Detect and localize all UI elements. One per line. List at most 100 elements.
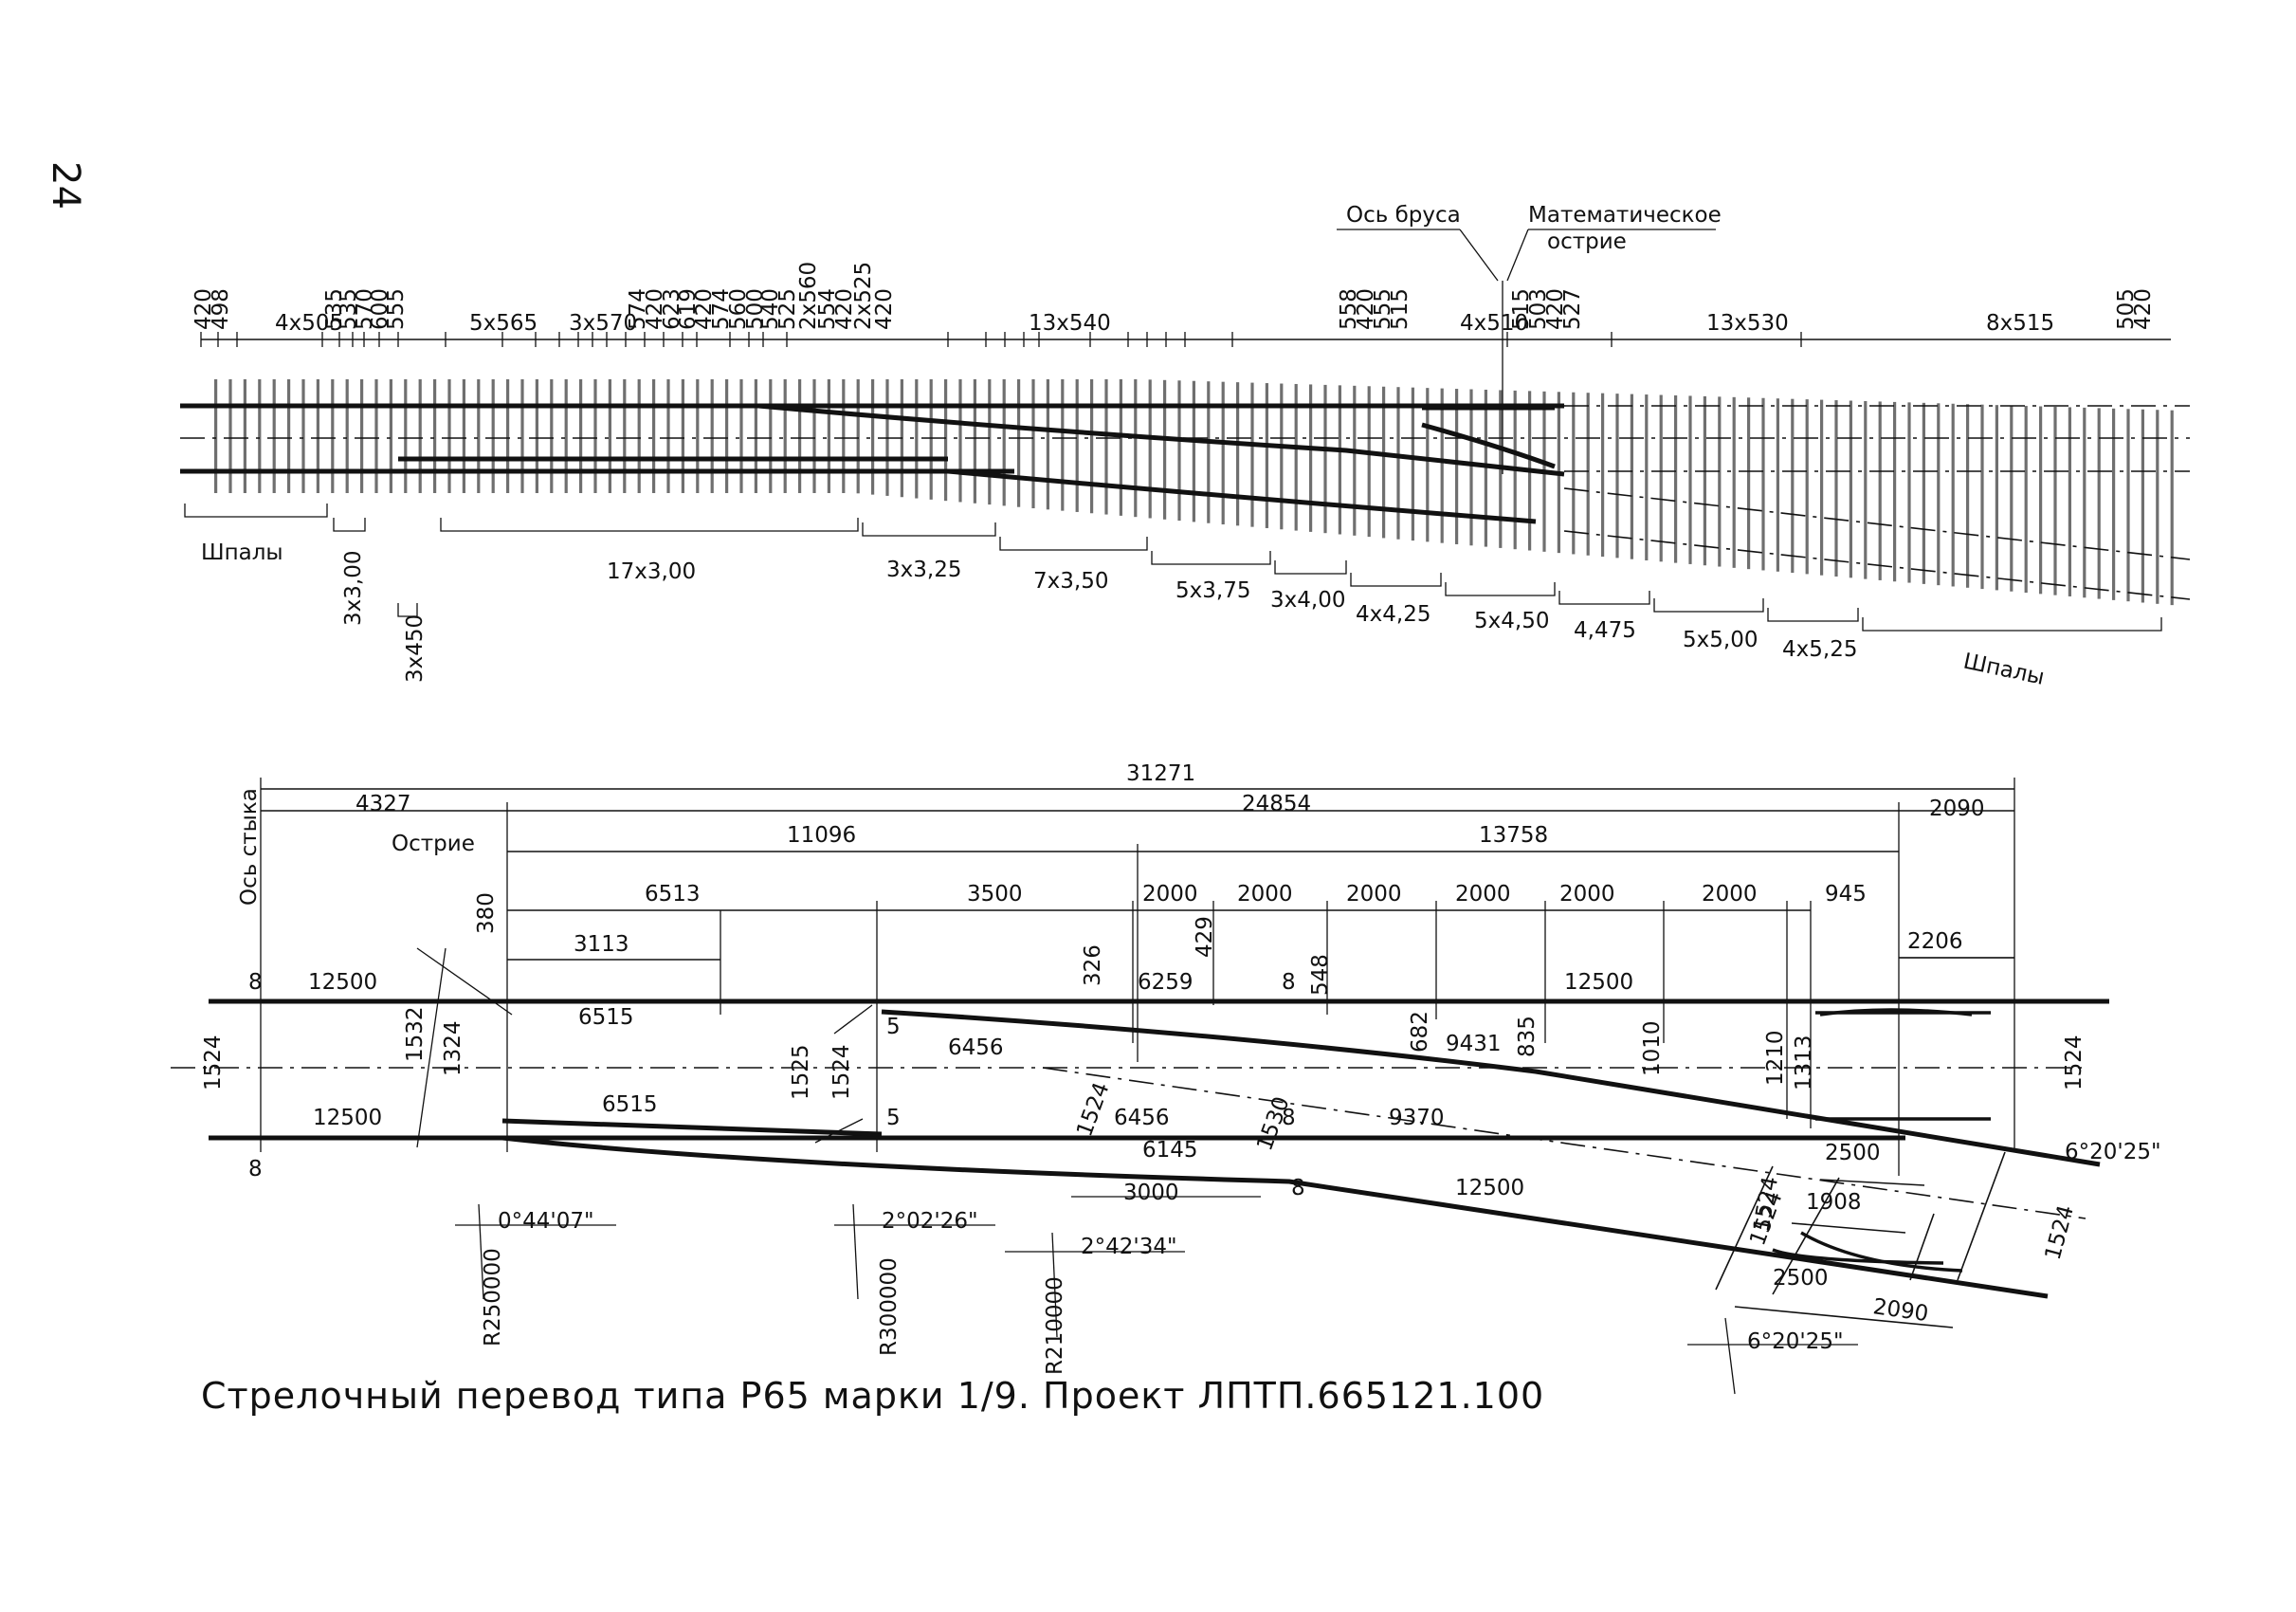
angle-label: 0°44'07" xyxy=(498,1209,594,1234)
sleeper xyxy=(1455,389,1459,544)
spacing-label: 535 xyxy=(337,288,361,330)
sleeper-group-label: Шпалы xyxy=(1961,649,2047,689)
sleeper xyxy=(1907,402,1911,583)
offset-dimension-label: 682 xyxy=(1408,1011,1432,1053)
gap-label: 8 xyxy=(1291,1176,1305,1200)
sleeper xyxy=(739,379,743,493)
sleeper xyxy=(1761,397,1765,571)
sleeper xyxy=(754,379,757,493)
sleeper xyxy=(1937,403,1941,586)
sleeper xyxy=(1396,387,1400,540)
sleeper xyxy=(1250,382,1254,527)
point-label: Острие xyxy=(392,832,475,856)
dimension-label: 11096 xyxy=(787,823,856,848)
rail-length-label: 9370 xyxy=(1389,1106,1445,1130)
figure-caption: Стрелочный перевод типа Р65 марки 1/9. П… xyxy=(201,1375,1545,1417)
sleeper xyxy=(1338,385,1341,535)
spacing-label: 3x570 xyxy=(569,311,637,336)
sleeper-group-label: 4x4,25 xyxy=(1356,602,1430,627)
dimension-label: 4327 xyxy=(355,792,411,816)
sleeper xyxy=(1572,392,1576,555)
sleeper xyxy=(1718,396,1722,567)
gauge-label: 1524 xyxy=(2062,1035,2086,1090)
dimension-label: 380 xyxy=(474,892,499,934)
gap-label: 5 xyxy=(886,1015,901,1039)
dimension-label: 2000 xyxy=(1142,882,1198,907)
sleeper xyxy=(1980,404,1984,590)
spacing-label: 574 xyxy=(709,288,734,330)
sleeper xyxy=(2156,410,2159,604)
sleeper xyxy=(2039,406,2043,595)
spacing-label: 500 xyxy=(743,288,768,330)
sleeper xyxy=(1688,395,1692,564)
sleeper xyxy=(506,379,510,493)
angle-label: 2°42'34" xyxy=(1081,1235,1177,1259)
sleeper xyxy=(1192,380,1195,522)
sleeper xyxy=(1440,388,1444,543)
sleeper xyxy=(404,379,408,493)
sleeper-group-label: 4,475 xyxy=(1574,618,1636,643)
sleeper xyxy=(1163,379,1167,520)
sleeper xyxy=(1265,383,1268,528)
rail-length-label: 6515 xyxy=(602,1092,658,1117)
sleeper-group-label: 3x450 xyxy=(403,614,428,683)
spacing-label: 420 xyxy=(2131,288,2156,330)
dimension-label: 2000 xyxy=(1346,882,1402,907)
spacing-label: 420 xyxy=(692,288,717,330)
sleeper-group-label: 3x4,00 xyxy=(1270,588,1345,613)
gauge-label: 1324 xyxy=(441,1020,465,1076)
sleeper xyxy=(2053,406,2057,595)
sleeper xyxy=(1878,401,1882,580)
sleeper xyxy=(2126,409,2130,602)
sleeper xyxy=(520,379,524,493)
sleeper xyxy=(1426,388,1430,542)
spacing-label: 505 xyxy=(2114,288,2139,330)
sleeper-group-label: 5x3,75 xyxy=(1175,578,1250,603)
sleeper xyxy=(856,379,860,494)
spacing-label: 600 xyxy=(368,288,392,330)
sleeper xyxy=(1280,383,1284,530)
sleeper xyxy=(988,379,992,505)
sleeper xyxy=(958,379,962,503)
dimension-label: 2090 xyxy=(1929,797,1985,821)
rail-length-label: 12500 xyxy=(313,1106,382,1130)
sleeper-group-bracket xyxy=(1767,608,1859,622)
angle-label: 6°20'25" xyxy=(2065,1140,2161,1164)
sleeper xyxy=(433,379,437,493)
sleeper xyxy=(929,379,933,500)
spacing-label: 540 xyxy=(758,288,783,330)
sleeper xyxy=(2112,408,2116,600)
spacing-label: 503 xyxy=(1526,288,1551,330)
sleeper xyxy=(1353,385,1357,536)
sleeper xyxy=(1703,395,1706,566)
frog-dimension-label: 2500 xyxy=(1773,1266,1829,1291)
dimension-label: 2000 xyxy=(1559,882,1615,907)
sleeper xyxy=(1820,399,1824,576)
spacing-label: 2x560 xyxy=(796,262,821,330)
sleeper xyxy=(1645,394,1649,560)
sleeper xyxy=(652,379,656,493)
sleeper xyxy=(1951,403,1955,587)
sleeper xyxy=(316,379,319,493)
dimension-label: 2000 xyxy=(1455,882,1511,907)
sleeper xyxy=(842,379,846,493)
spacing-label: 420 xyxy=(643,288,667,330)
sleeper xyxy=(258,379,262,493)
point-annotation-1: Математическое xyxy=(1528,203,1722,228)
sleeper xyxy=(1834,400,1838,577)
sleeper xyxy=(1922,402,1925,584)
offset-dimension-label: 548 xyxy=(1308,954,1333,996)
sleeper-group-bracket xyxy=(862,522,996,537)
rail-length-label: 9431 xyxy=(1446,1032,1502,1056)
sleeper xyxy=(608,379,611,493)
point-annotation-2: острие xyxy=(1547,229,1627,254)
sleeper xyxy=(1207,381,1211,523)
sleeper xyxy=(1061,379,1065,511)
rail-length-label: 6515 xyxy=(578,1005,634,1030)
sleeper-group-bracket xyxy=(999,537,1148,551)
sleeper-group-bracket xyxy=(440,518,859,532)
gap-label: 8 xyxy=(248,1157,263,1182)
offset-dimension-label: 1010 xyxy=(1640,1020,1665,1076)
